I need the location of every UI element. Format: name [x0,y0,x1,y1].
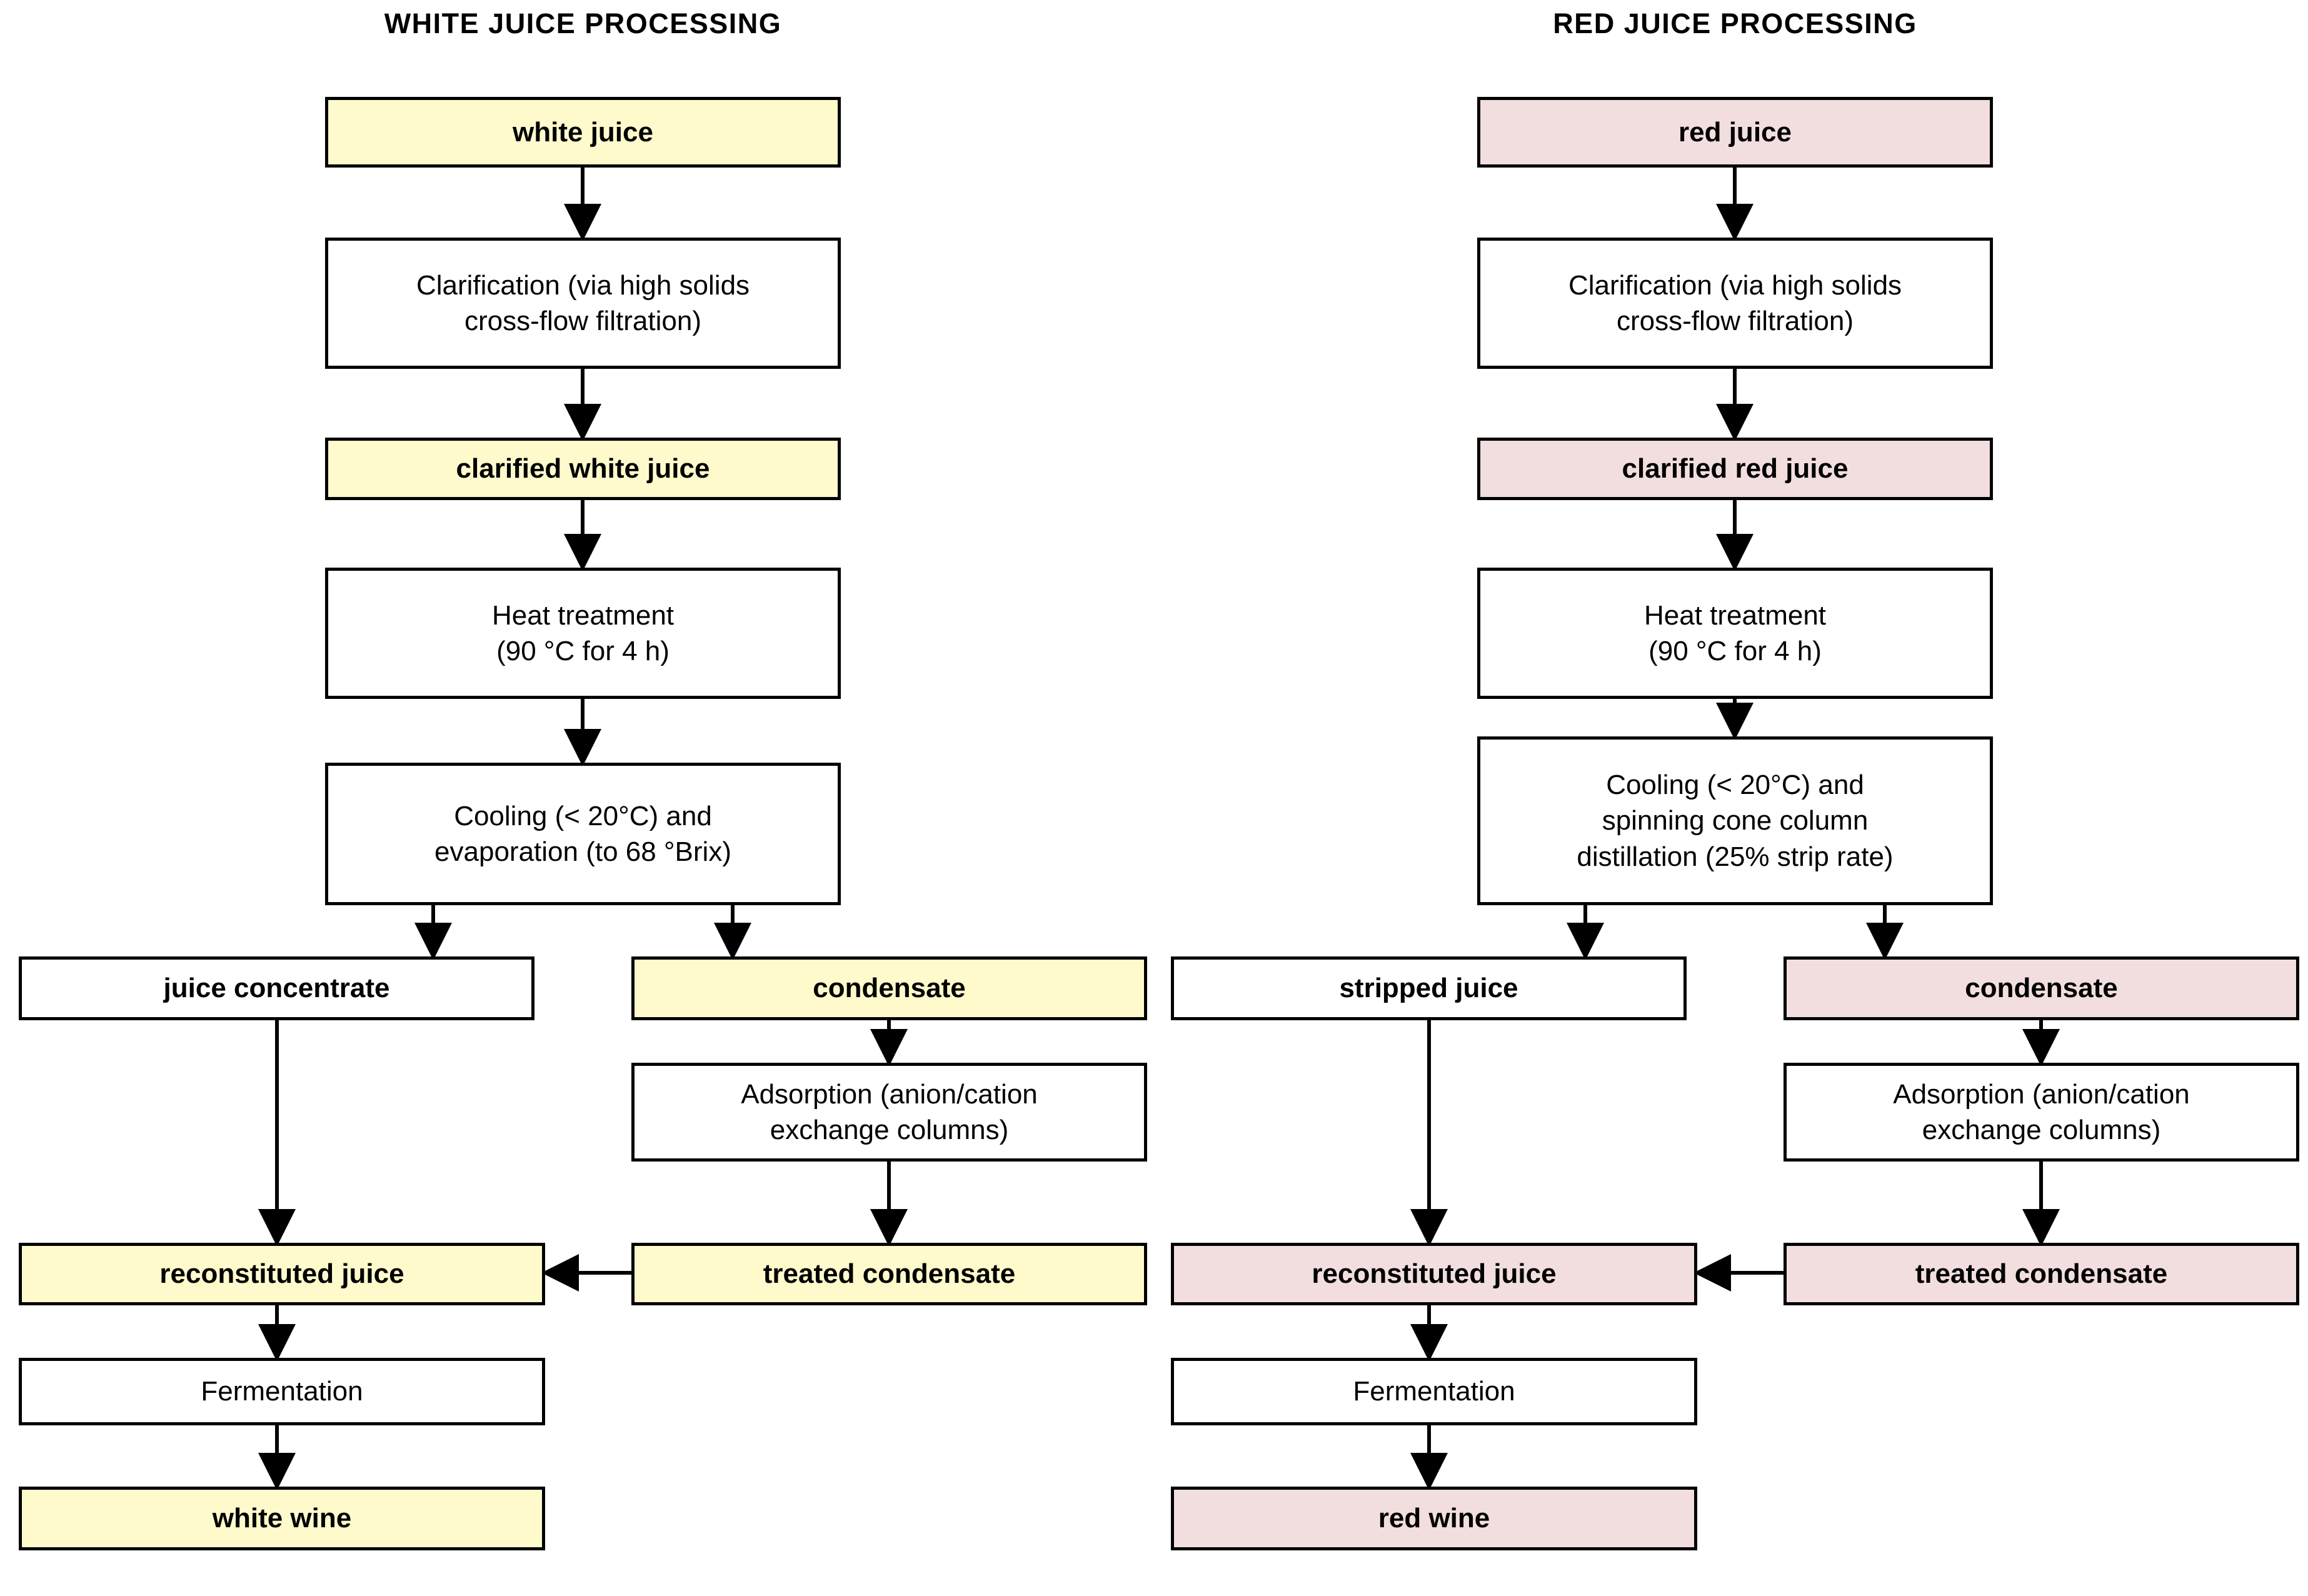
column-title-white: WHITE JUICE PROCESSING [384,8,782,39]
node-label-line1: Adsorption (anion/cation [1893,1078,2190,1110]
node-label-line2: (90 °C for 4 h) [496,636,670,666]
node-label: white wine [212,1503,352,1534]
node-label: clarified red juice [1622,453,1849,484]
node-red-clarification[interactable]: Clarification (via high solids cross-flo… [1477,238,1993,369]
node-label: condensate [813,973,966,1004]
node-red-fermentation[interactable]: Fermentation [1171,1358,1697,1425]
node-red-juice[interactable]: red juice [1477,97,1993,168]
node-label: white juice [513,116,653,148]
node-red-adsorption[interactable]: Adsorption (anion/cation exchange column… [1784,1063,2299,1162]
node-label-line2: exchange columns) [1922,1115,2161,1145]
node-white-heat-treatment[interactable]: Heat treatment (90 °C for 4 h) [325,568,841,699]
column-title-red: RED JUICE PROCESSING [1553,8,1917,39]
node-stripped-juice[interactable]: stripped juice [1171,956,1687,1020]
node-red-treated-condensate[interactable]: treated condensate [1784,1243,2299,1305]
node-juice-concentrate[interactable]: juice concentrate [19,956,534,1020]
node-red-wine[interactable]: red wine [1171,1487,1697,1550]
node-label-line1: Cooling (< 20°C) and [1606,770,1864,801]
node-label-line2: cross-flow filtration) [464,306,701,336]
node-label: treated condensate [763,1258,1016,1290]
node-label-line1: Clarification (via high solids [416,269,750,301]
node-label: red juice [1678,116,1792,148]
node-label: condensate [1965,973,2118,1004]
node-label-line2: spinning cone column [1602,805,1869,836]
node-white-clarification[interactable]: Clarification (via high solids cross-flo… [325,238,841,369]
node-label: juice concentrate [163,973,390,1004]
node-label: stripped juice [1339,973,1518,1004]
node-label: Fermentation [201,1376,363,1407]
node-clarified-white-juice[interactable]: clarified white juice [325,438,841,500]
node-red-heat-treatment[interactable]: Heat treatment (90 °C for 4 h) [1477,568,1993,699]
node-label-line1: Cooling (< 20°C) and [454,800,712,831]
node-white-wine[interactable]: white wine [19,1487,545,1550]
node-label-line1: Heat treatment [1643,600,1827,631]
node-white-fermentation[interactable]: Fermentation [19,1358,545,1425]
node-label: clarified white juice [456,453,710,484]
node-white-adsorption[interactable]: Adsorption (anion/cation exchange column… [631,1063,1147,1162]
node-label-line2: cross-flow filtration) [1617,306,1854,336]
node-label-line2: exchange columns) [770,1115,1009,1145]
node-label: reconstituted juice [1312,1258,1557,1290]
node-clarified-red-juice[interactable]: clarified red juice [1477,438,1993,500]
node-label-line1: Heat treatment [491,600,675,631]
node-label-line1: Adsorption (anion/cation [741,1078,1038,1110]
node-label-line2: (90 °C for 4 h) [1648,636,1822,666]
node-label-line2: evaporation (to 68 °Brix) [434,836,731,867]
node-label-line1: Clarification (via high solids [1568,269,1902,301]
node-red-condensate[interactable]: condensate [1784,956,2299,1020]
node-white-treated-condensate[interactable]: treated condensate [631,1243,1147,1305]
node-white-condensate[interactable]: condensate [631,956,1147,1020]
node-label: red wine [1378,1503,1490,1534]
node-white-cooling-evaporation[interactable]: Cooling (< 20°C) and evaporation (to 68 … [325,763,841,905]
node-white-juice[interactable]: white juice [325,97,841,168]
node-red-reconstituted-juice[interactable]: reconstituted juice [1171,1243,1697,1305]
node-label: Fermentation [1353,1376,1515,1407]
node-red-cooling-spinning-cone[interactable]: Cooling (< 20°C) and spinning cone colum… [1477,736,1993,905]
node-white-reconstituted-juice[interactable]: reconstituted juice [19,1243,545,1305]
node-label-line3: distillation (25% strip rate) [1577,841,1894,872]
node-label: reconstituted juice [159,1258,404,1290]
node-label: treated condensate [1915,1258,2168,1290]
